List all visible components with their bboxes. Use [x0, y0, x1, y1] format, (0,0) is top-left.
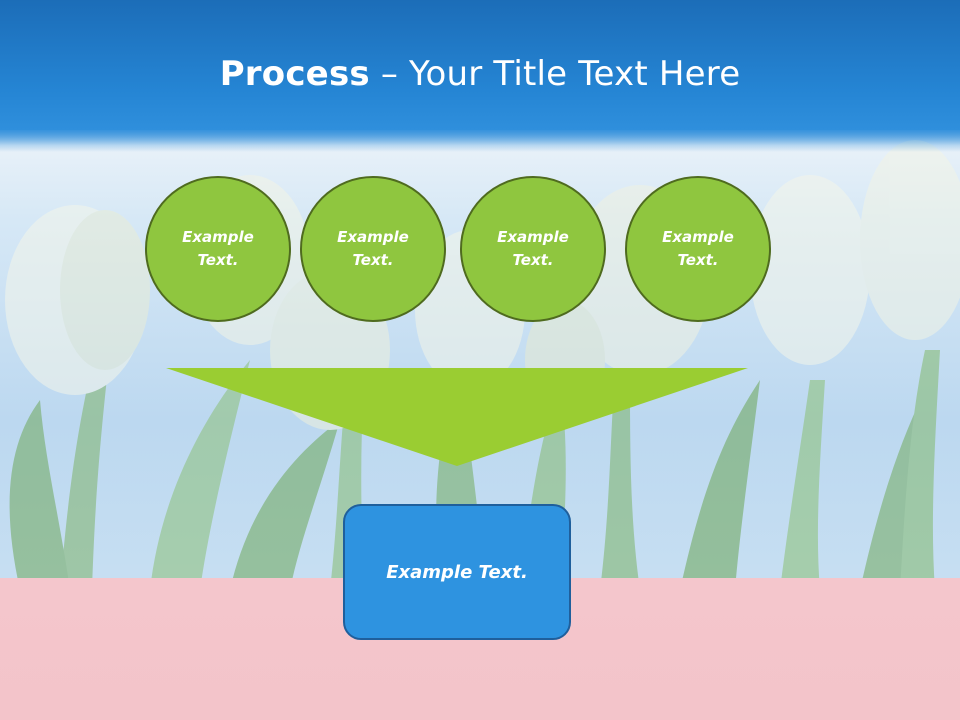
title-rest: – Your Title Text Here — [369, 54, 741, 94]
process-step-circle-1[interactable]: Example Text. — [145, 176, 291, 322]
process-step-label: Example Text. — [662, 228, 734, 269]
process-step-circle-4[interactable]: Example Text. — [625, 176, 771, 322]
process-step-label: Example Text. — [337, 228, 409, 269]
process-step-label: Example Text. — [182, 228, 254, 269]
funnel-arrow — [166, 368, 748, 466]
process-step-circle-2[interactable]: Example Text. — [300, 176, 446, 322]
title-band — [0, 0, 960, 152]
process-step-label: Example Text. — [497, 228, 569, 269]
result-box[interactable]: Example Text. — [343, 504, 571, 640]
result-label: Example Text. — [386, 561, 528, 583]
title-bold: Process — [219, 54, 370, 94]
slide-title: Process – Your Title Text Here — [0, 52, 960, 96]
process-step-circle-3[interactable]: Example Text. — [460, 176, 606, 322]
